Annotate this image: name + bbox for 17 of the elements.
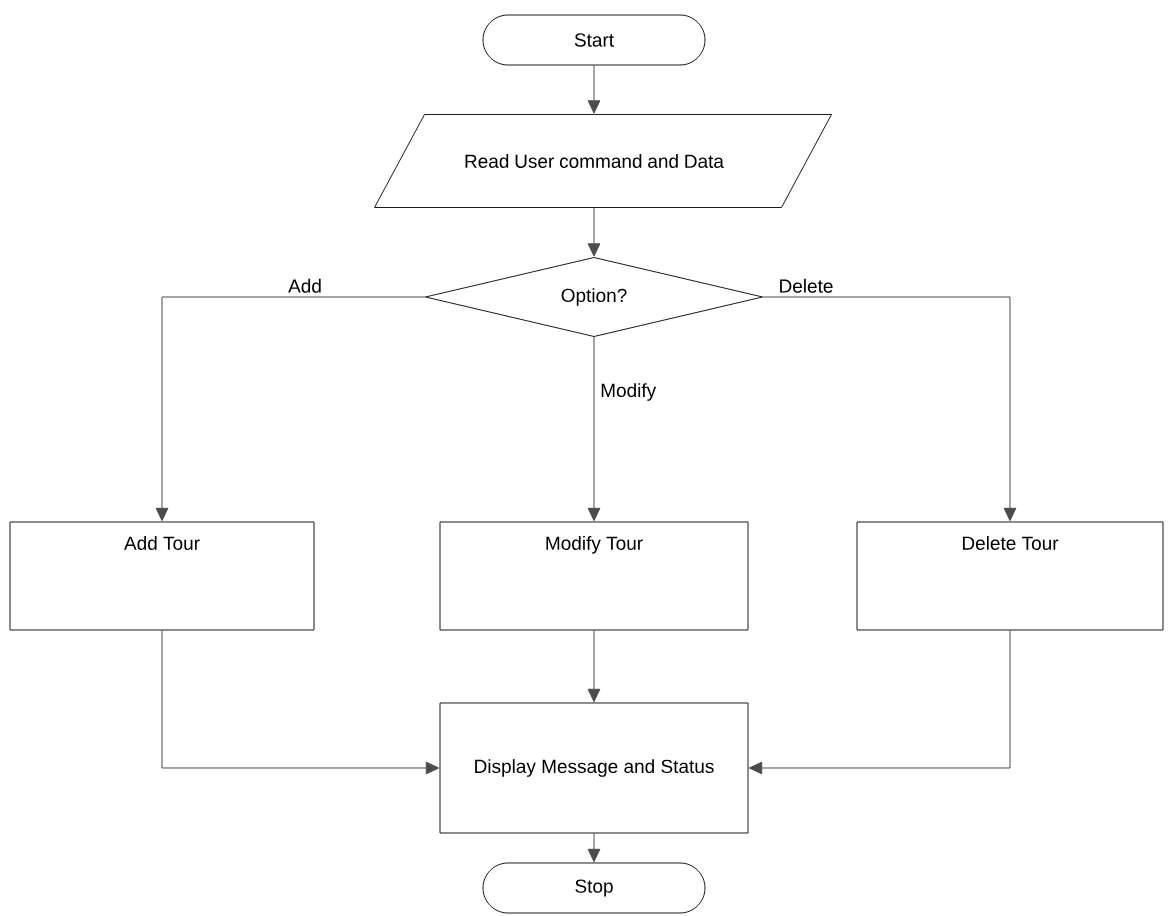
process-box: Modify Tour (439, 521, 749, 631)
edge-label: Delete (777, 277, 835, 294)
edge-label: Add (287, 277, 323, 294)
arrow (587, 207, 601, 257)
arrow (587, 336, 601, 522)
arrow (587, 832, 601, 863)
arrow (587, 64, 601, 114)
process-box: Display Message and Status (439, 702, 749, 834)
arrow (587, 629, 601, 703)
input-parallelogram: Read User command and Data (374, 114, 832, 208)
process-box: Delete Tour (856, 521, 1164, 631)
arrow (748, 629, 1011, 775)
arrow (155, 296, 426, 522)
arrow (161, 629, 440, 775)
edge-label: Modify (599, 382, 658, 402)
process-box: Add Tour (9, 521, 315, 631)
arrow (762, 296, 1017, 522)
